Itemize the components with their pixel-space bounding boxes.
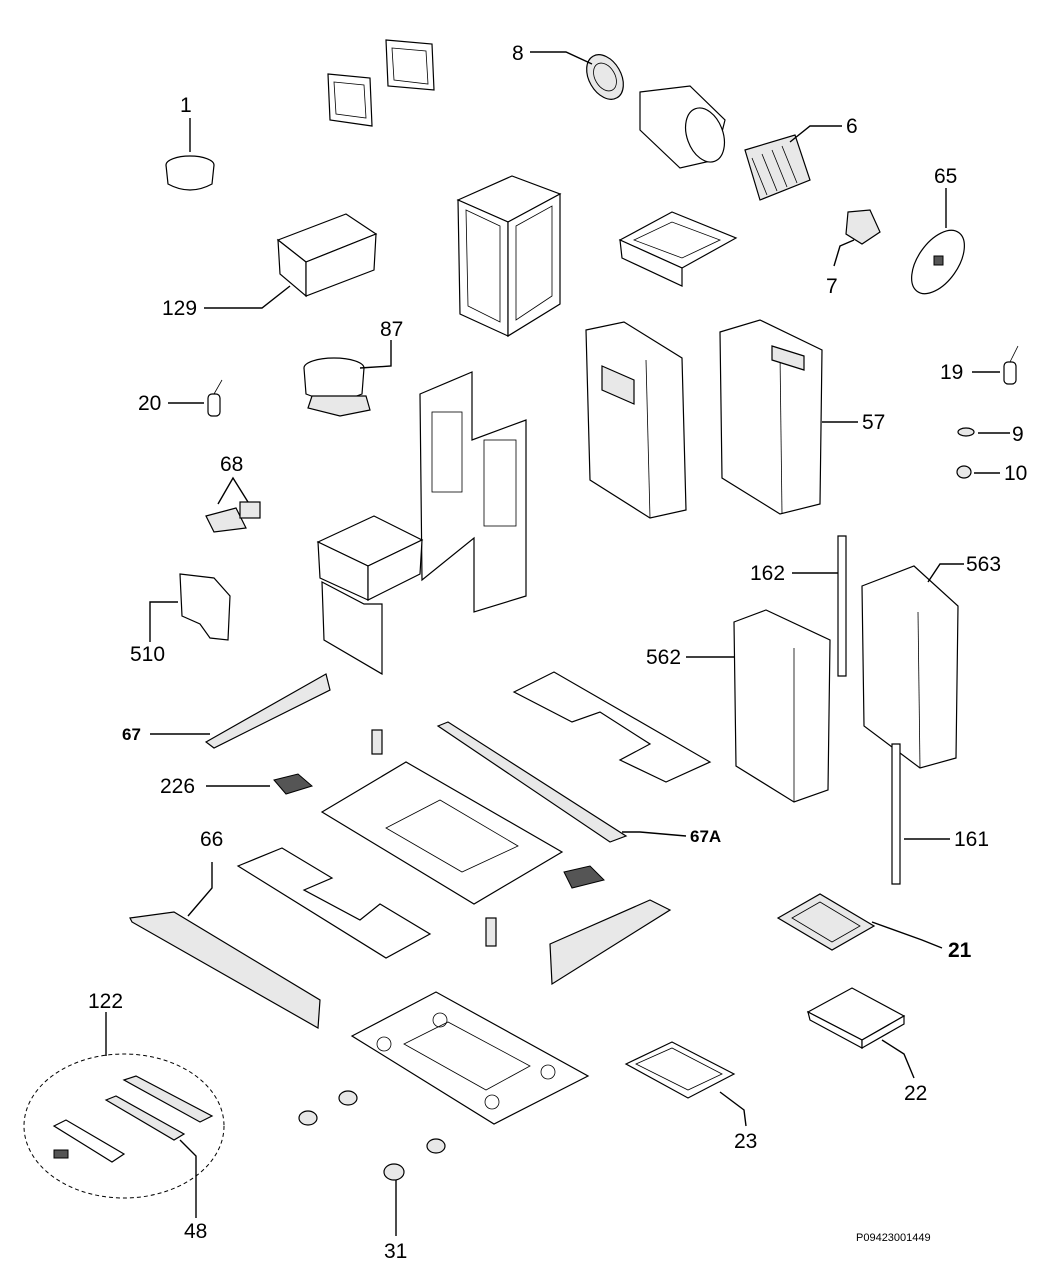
part-161-strip <box>891 743 901 885</box>
callout-21: 21 <box>948 939 972 962</box>
part-68-switches <box>205 501 261 533</box>
part-67A-side-trim <box>436 721 628 843</box>
callout-labels: 1 8 6 65 7 129 87 20 19 57 9 10 68 510 1… <box>88 42 1027 1263</box>
callout-9: 9 <box>1012 423 1024 446</box>
callout-67: 67 <box>122 725 141 744</box>
part-87-motor-housing <box>303 357 371 417</box>
callout-23: 23 <box>734 1130 757 1153</box>
part-226-clip <box>273 773 314 795</box>
callout-67A: 67A <box>690 827 721 846</box>
callout-562: 562 <box>646 646 681 669</box>
part-20-capacitor <box>207 379 223 417</box>
frame-column <box>456 175 562 338</box>
template-sheet-lower <box>236 847 432 959</box>
part-510-pcb-cover <box>179 573 231 641</box>
callout-563: 563 <box>966 553 1001 576</box>
part-66-side-trim <box>129 911 321 1029</box>
callout-122: 122 <box>88 990 123 1013</box>
callout-66: 66 <box>200 828 223 851</box>
callout-1: 1 <box>180 94 192 117</box>
gasket-left <box>327 73 373 127</box>
fan-housing <box>639 85 726 169</box>
callout-129: 129 <box>162 297 197 320</box>
callout-7: 7 <box>826 275 838 298</box>
callout-510: 510 <box>130 643 165 666</box>
part-6-fan-wheel <box>744 134 811 201</box>
upper-chimney-front <box>585 321 687 519</box>
control-box-bracket <box>316 515 424 676</box>
part-57-upper-chimney-rear <box>719 319 823 515</box>
callout-6: 6 <box>846 115 858 138</box>
callout-20: 20 <box>138 392 161 415</box>
part-563-chimney-rear <box>861 565 959 769</box>
part-67-side-trim-left <box>204 673 331 749</box>
callout-226: 226 <box>160 775 195 798</box>
gasket-right <box>385 39 435 91</box>
part-65-cover-disc <box>911 229 965 295</box>
reference-code: P09423001449 <box>856 1232 931 1244</box>
part-7-motor <box>845 209 881 245</box>
callout-162: 162 <box>750 562 785 585</box>
hood-canopy <box>350 991 590 1125</box>
bracket-clip-bottom <box>485 917 497 947</box>
clip-right <box>563 865 605 889</box>
template-sheet-upper <box>512 671 712 783</box>
callout-19: 19 <box>940 361 963 384</box>
hood-frame <box>320 761 564 905</box>
part-31-lamp <box>383 1163 405 1181</box>
callout-48: 48 <box>184 1220 207 1243</box>
callout-31: 31 <box>384 1240 407 1263</box>
callout-87: 87 <box>380 318 403 341</box>
callout-65: 65 <box>934 165 957 188</box>
part-9-nut <box>957 427 975 437</box>
callout-68: 68 <box>220 453 243 476</box>
support-frame <box>618 211 738 287</box>
part-562-chimney-front <box>733 609 831 803</box>
callout-57: 57 <box>862 411 885 434</box>
part-21-filter-cassette <box>776 893 876 951</box>
chimney-back-panel <box>419 371 527 613</box>
callout-161: 161 <box>954 828 989 851</box>
part-22-filter-pad <box>806 987 906 1050</box>
bracket-clip-top <box>371 729 383 755</box>
callout-10: 10 <box>1004 462 1027 485</box>
part-23-grease-filter <box>624 1041 736 1099</box>
part-122-control-group <box>23 1053 225 1199</box>
leader-lines <box>105 51 1010 1236</box>
part-8-fan-grille <box>586 54 624 100</box>
callout-8: 8 <box>512 42 524 65</box>
callout-22: 22 <box>904 1082 927 1105</box>
side-trim-right <box>549 899 672 986</box>
part-1-collar <box>165 155 215 191</box>
part-19-capacitor <box>1003 345 1019 385</box>
lamp-holders <box>298 1090 446 1154</box>
part-129-box <box>276 213 378 298</box>
part-10-knob <box>956 465 972 479</box>
part-162-strip <box>837 535 847 677</box>
